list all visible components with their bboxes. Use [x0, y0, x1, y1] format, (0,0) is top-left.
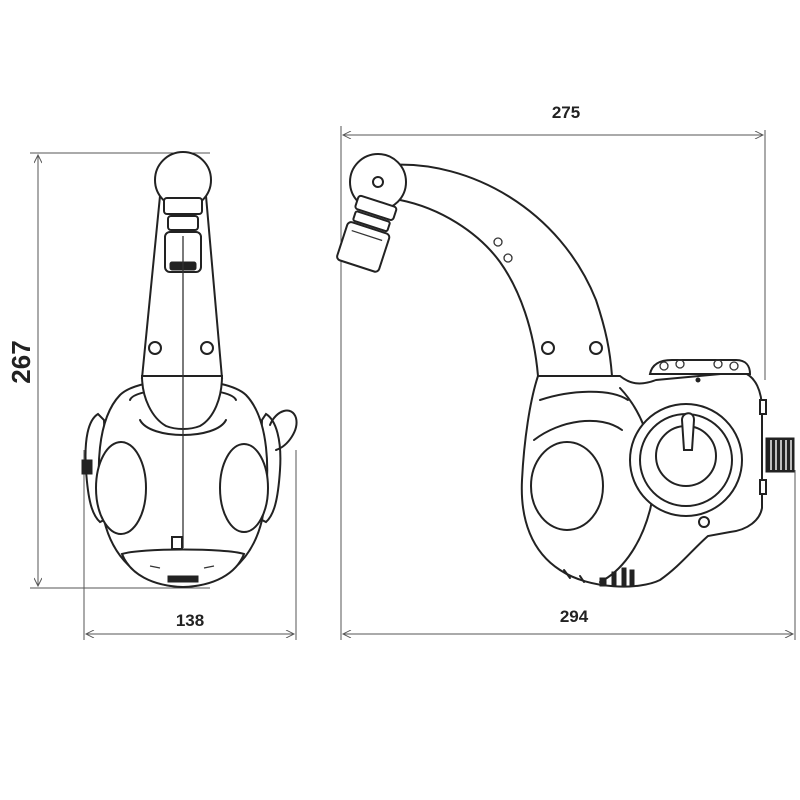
front-nozzle-ring [163, 197, 203, 215]
side-arm-screw-right [589, 341, 603, 355]
right-lever-loop [269, 409, 298, 451]
faucet-side-view [336, 153, 795, 588]
front-bottom-cap [120, 548, 246, 589]
front-bottom-marks [149, 565, 215, 583]
dimension-top-reach: 275 [340, 103, 766, 640]
side-housing-top [648, 359, 752, 375]
front-stem-collar [140, 375, 224, 430]
height-dimension-label: 267 [6, 340, 36, 383]
side-width-dimension-label: 294 [560, 607, 589, 626]
side-spout-arm [388, 163, 614, 377]
front-left-oval [95, 441, 147, 535]
faucet-front-view [81, 151, 298, 589]
side-inlet-connector [759, 399, 795, 495]
front-width-dimension-label: 138 [176, 611, 204, 630]
front-screw-left [148, 341, 162, 355]
side-bottom-marks [563, 567, 635, 587]
dimension-front-width: 138 [83, 450, 297, 640]
dimension-side-width: 294 [343, 470, 796, 640]
side-control-lever [680, 412, 696, 451]
side-oval-window [530, 441, 604, 531]
front-right-oval [219, 443, 269, 533]
side-nozzle [336, 194, 398, 273]
side-arm-screw-left [541, 341, 555, 355]
top-reach-dimension-label: 275 [552, 103, 580, 122]
dimension-height: 267 [6, 152, 210, 589]
front-screw-right [200, 341, 214, 355]
